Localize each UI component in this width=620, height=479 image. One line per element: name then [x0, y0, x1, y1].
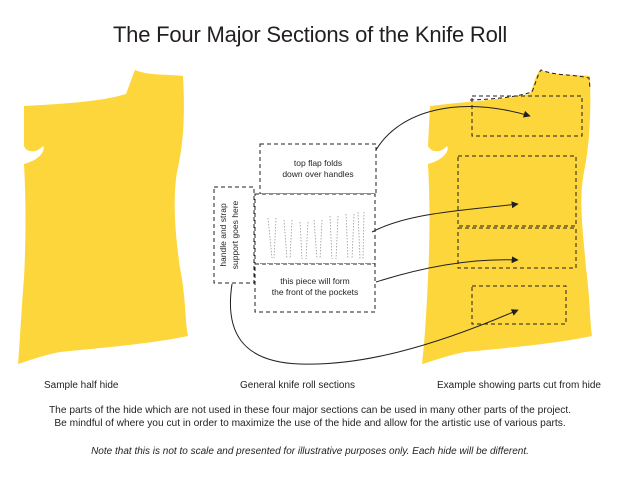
- knife-pocket-sketches: [267, 211, 365, 260]
- section-top-flap: [259, 143, 377, 195]
- hide-edge-outline: [469, 69, 591, 101]
- arrow-handle-support: [229, 283, 519, 365]
- top-flap-label-line1: top flap folds: [294, 158, 342, 168]
- body-text-line2: Be mindful of where you cut in order to …: [54, 418, 566, 429]
- disclaimer-note: Note that this is not to scale and prese…: [91, 446, 529, 457]
- cut-piece-top-flap: [471, 95, 583, 137]
- pocket-front-label-line2: the front of the pockets: [272, 287, 358, 297]
- caption-example-cuts: Example showing parts cut from hide: [437, 380, 601, 391]
- section-pocket-front: [254, 263, 376, 313]
- diagram-title: The Four Major Sections of the Knife Rol…: [112, 22, 508, 47]
- example-hide-shape: [422, 70, 592, 364]
- arrow-top-flap: [375, 106, 531, 151]
- handle-label-line1: handle and strap: [218, 203, 228, 267]
- arrow-main-body: [371, 201, 519, 233]
- body-text-line1: The parts of the hide which are not used…: [48, 405, 572, 416]
- caption-knife-roll-sections: General knife roll sections: [240, 380, 356, 391]
- top-flap-label-line2: down over handles: [282, 169, 353, 179]
- caption-sample-hide: Sample half hide: [44, 380, 119, 391]
- handle-label-line2: support goes here: [230, 200, 240, 269]
- arrow-pocket-front: [375, 256, 519, 283]
- cut-piece-main: [457, 155, 577, 227]
- cut-piece-pocket-front: [457, 227, 577, 269]
- sample-hide-shape: [18, 70, 188, 364]
- pocket-front-label-line1: this piece will form: [280, 276, 349, 286]
- cut-piece-handle-support: [471, 285, 567, 325]
- section-handle-support: [213, 186, 255, 284]
